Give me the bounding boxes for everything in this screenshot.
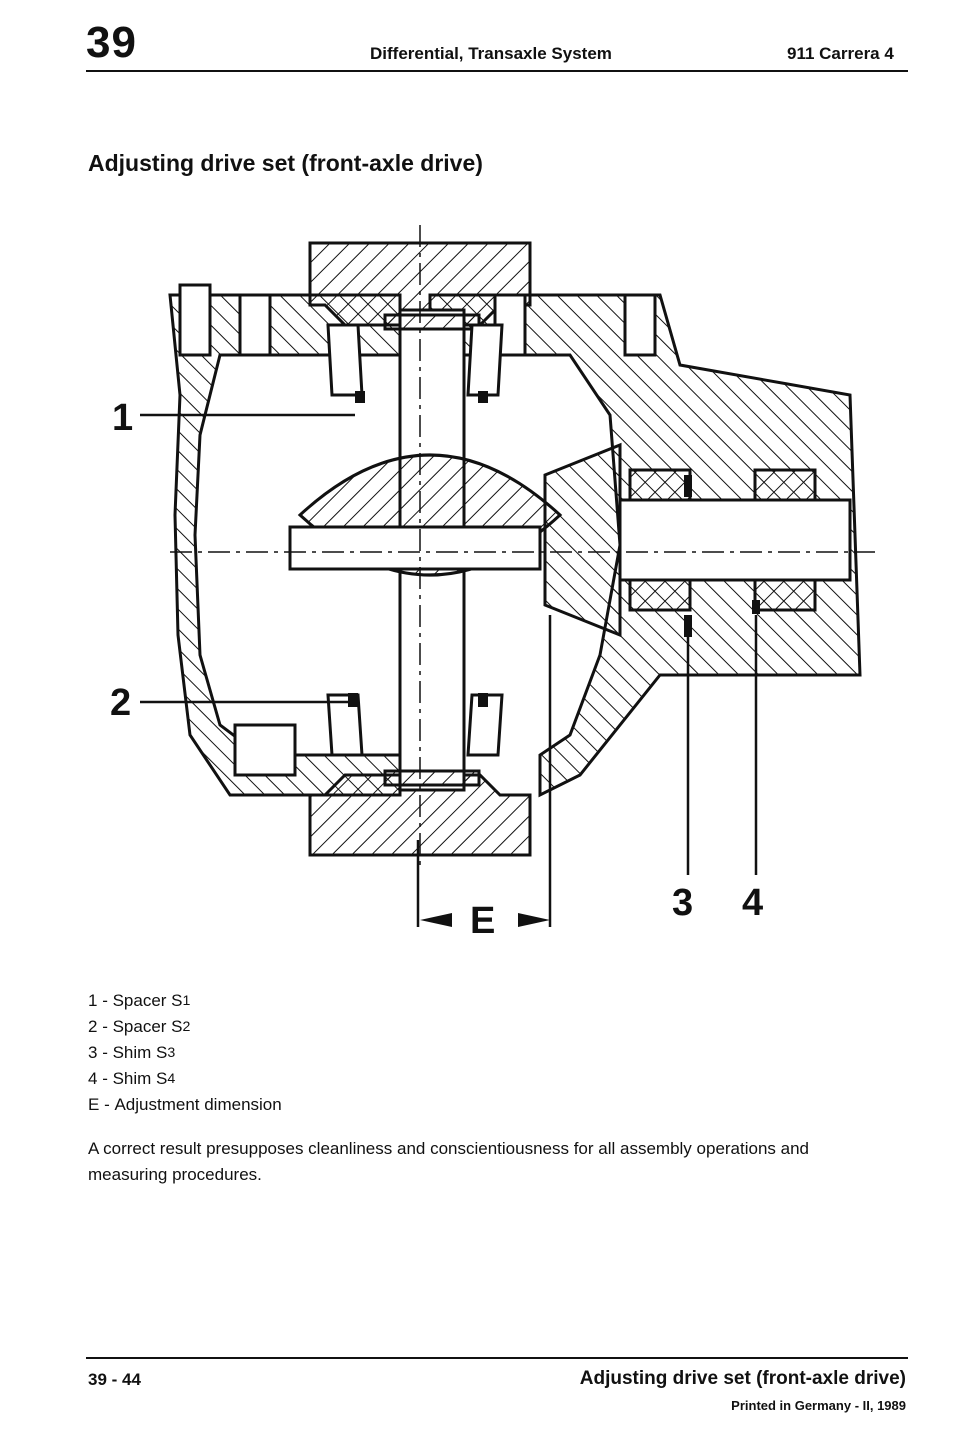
header-model: 911 Carrera 4: [787, 44, 894, 63]
footer-printed: Printed in Germany - II, 1989: [731, 1398, 906, 1413]
dimension-e-label: E: [470, 900, 495, 942]
callout-2: 2: [110, 682, 131, 724]
header-title: Differential, Transaxle System: [370, 44, 612, 63]
legend-item: E - Adjustment dimension: [88, 1095, 282, 1114]
callout-3: 3: [672, 882, 693, 924]
callout-1: 1: [112, 397, 133, 439]
body-text: A correct result presupposes cleanliness…: [88, 1139, 810, 1184]
footer-title: Adjusting drive set (front-axle drive): [579, 1368, 906, 1389]
footer-page-number: 39 - 44: [88, 1370, 141, 1389]
header-rule: [86, 70, 908, 72]
drive-set-diagram: 1 2 3 4 E: [100, 215, 880, 945]
footer-rule: [86, 1357, 908, 1359]
callout-4: 4: [742, 882, 763, 924]
section-title: Adjusting drive set (front-axle drive): [88, 150, 483, 176]
chapter-number: 39: [86, 18, 137, 67]
